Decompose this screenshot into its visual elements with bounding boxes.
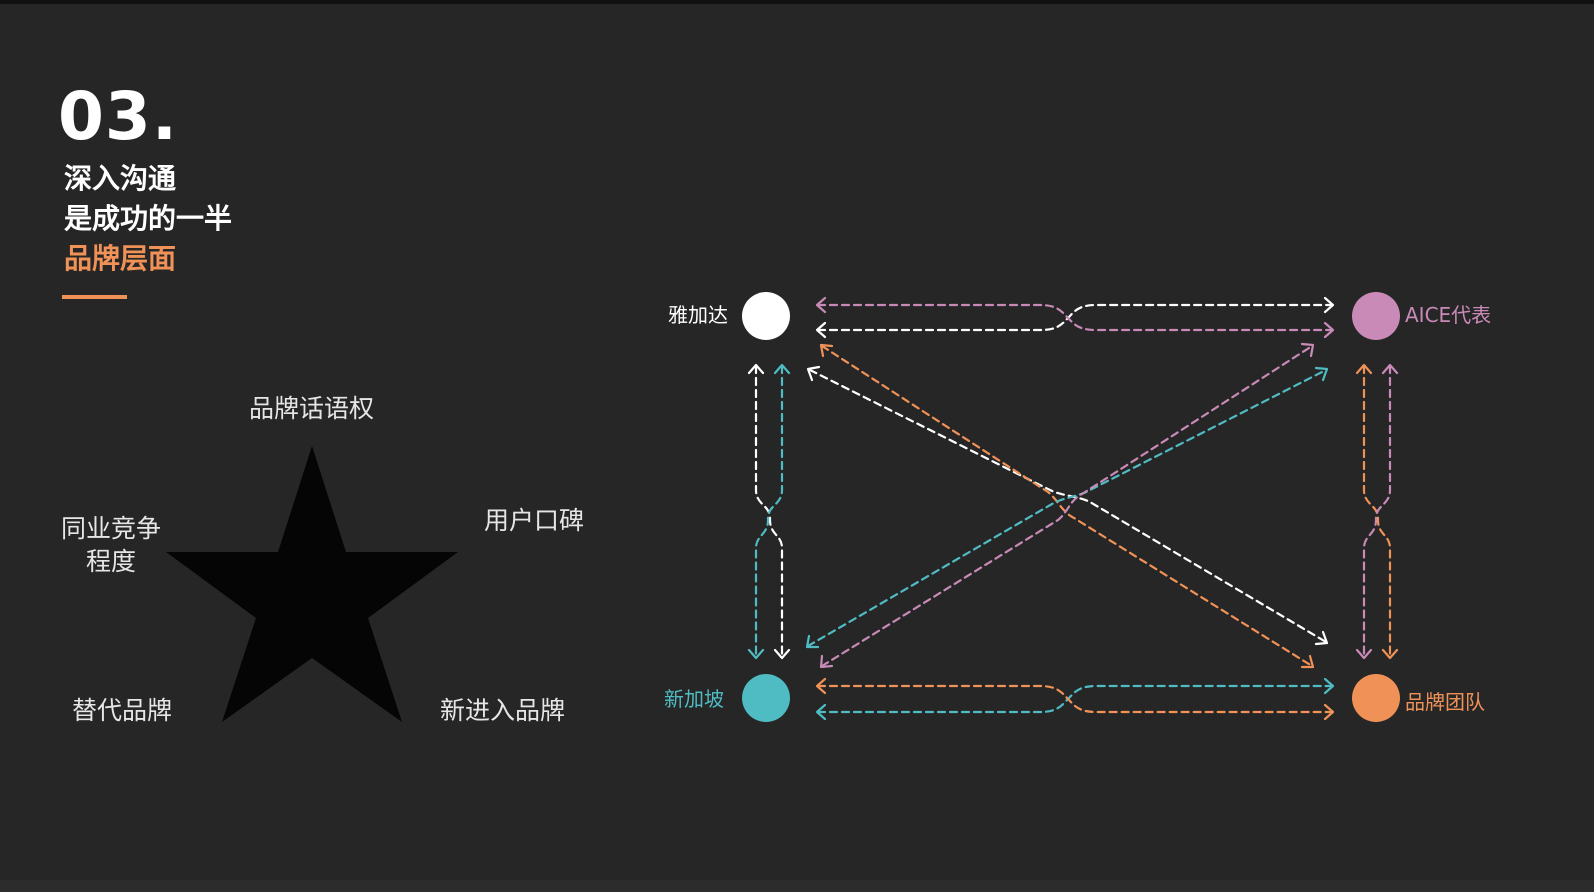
edge-jakarta-aice-pink <box>816 303 1334 332</box>
star-label-substitute-brands: 替代品牌 <box>72 696 173 725</box>
edge-singapore-aice-teal <box>806 368 1328 648</box>
section-number: 03. <box>58 78 178 155</box>
node-label-brand-team: 品牌团队 <box>1405 690 1485 714</box>
node-label-jakarta: 雅加达 <box>668 303 728 327</box>
heading-line-3: 品牌层面 <box>64 242 177 275</box>
accent-underline <box>62 295 127 299</box>
edge-jakarta-brand-white <box>808 368 1328 644</box>
star-label-new-entrants: 新进入品牌 <box>440 696 566 725</box>
edge-singapore-brand-teal <box>816 684 1334 714</box>
bottom-band <box>0 880 1594 892</box>
edge-aice-brand-pink <box>1362 364 1392 660</box>
star-label-user-reputation: 用户口碑 <box>484 506 585 535</box>
edge-aice-brand-orange <box>1362 364 1392 660</box>
node-singapore <box>742 674 790 722</box>
node-brand-team <box>1352 674 1400 722</box>
edge-jakarta-singapore-teal <box>754 364 784 660</box>
star-label-brand-voice: 品牌话语权 <box>249 394 375 423</box>
edge-singapore-brand-orange <box>816 684 1334 714</box>
edge-singapore-aice-pink <box>820 344 1314 668</box>
node-aice <box>1352 292 1400 340</box>
star-shape <box>166 446 458 722</box>
edge-jakarta-singapore-white <box>754 364 784 660</box>
edge-jakarta-brand-orange <box>820 344 1314 668</box>
edge-jakarta-aice-white <box>816 303 1334 332</box>
top-border <box>0 0 1594 4</box>
heading-line-2: 是成功的一半 <box>64 202 233 235</box>
node-jakarta <box>742 292 790 340</box>
node-label-aice: AICE代表 <box>1405 303 1492 327</box>
star-label-industry-competition: 同业竞争 程度 <box>60 514 161 576</box>
node-label-singapore: 新加坡 <box>664 687 724 711</box>
heading-line-1: 深入沟通 <box>64 162 177 195</box>
